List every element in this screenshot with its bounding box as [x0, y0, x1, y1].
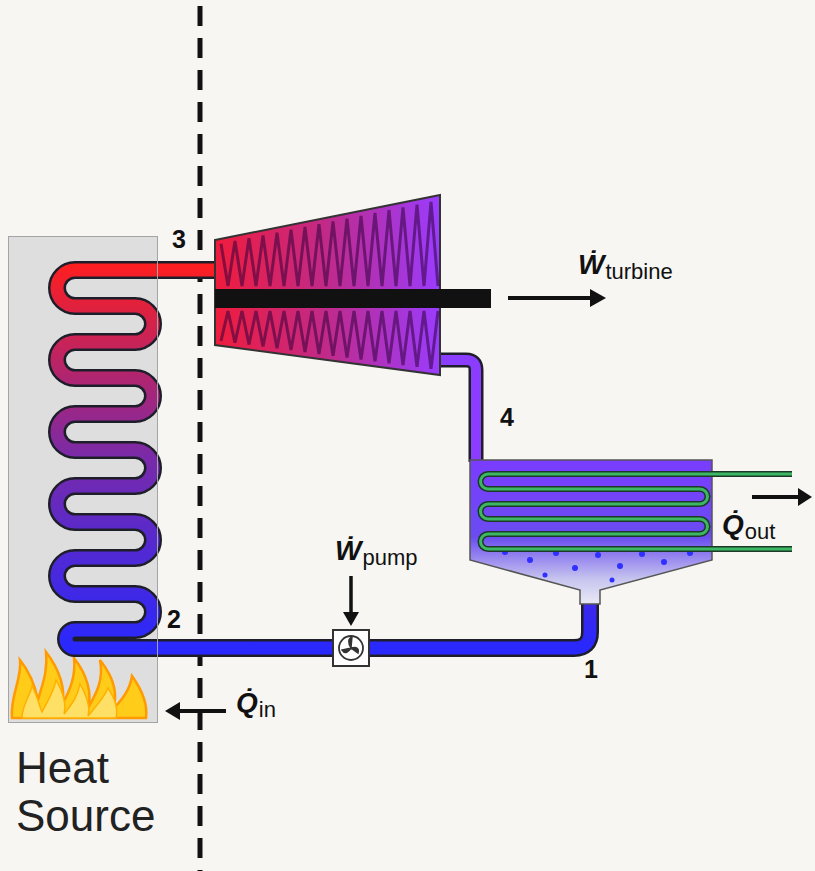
work-symbol: Ẇ: [578, 250, 604, 281]
heat-out-arrow: [752, 495, 800, 499]
heat-source-box: Heat Source: [8, 236, 158, 723]
blade-row: [221, 202, 438, 286]
pump-symbol: [333, 630, 369, 666]
work-symbol: Ẇ: [335, 536, 361, 567]
pump-work-arrow: [349, 576, 353, 614]
flames: [12, 652, 147, 718]
pump-rotor: [339, 636, 363, 660]
tube-outline: [436, 360, 476, 462]
coil-outline: [481, 474, 792, 549]
blade-row: [221, 311, 438, 369]
drop: [661, 559, 667, 565]
work-arrow: [508, 296, 592, 300]
arrow-head: [590, 289, 606, 307]
exhaust-pipe: [436, 360, 476, 462]
flame: [22, 680, 117, 718]
flame: [12, 652, 147, 718]
turbine-shaft: [215, 289, 491, 308]
subscript: in: [259, 698, 276, 722]
turbine-body: [215, 195, 440, 375]
cooling-coil: [481, 474, 792, 549]
state-number: 3: [172, 226, 186, 254]
turbine-blades: [221, 202, 438, 369]
drop: [617, 563, 623, 569]
drop: [610, 578, 615, 583]
subscript: turbine: [605, 260, 672, 284]
pump-blades: [342, 637, 358, 653]
node-heading: Heat Source: [16, 744, 196, 841]
subscript: out: [745, 520, 776, 544]
drop: [543, 573, 548, 578]
drop: [572, 565, 578, 571]
heat-symbol: Q̇: [722, 510, 744, 541]
subscript: pump: [362, 546, 417, 570]
working-fluid-tube: [57, 270, 590, 648]
heat-symbol: Q̇: [236, 688, 258, 719]
system-boundary: [198, 6, 203, 871]
drop: [595, 552, 601, 558]
arrow-head: [165, 702, 180, 720]
arrow-head: [343, 612, 359, 626]
state-number: 1: [584, 656, 598, 684]
state-number: 2: [167, 606, 181, 634]
state-number: 4: [500, 404, 514, 432]
heat-in-arrow: [178, 709, 226, 713]
drop: [527, 557, 533, 563]
condensate-drops: [502, 549, 693, 583]
tube-outline: [57, 270, 590, 648]
arrow-head: [798, 488, 812, 506]
